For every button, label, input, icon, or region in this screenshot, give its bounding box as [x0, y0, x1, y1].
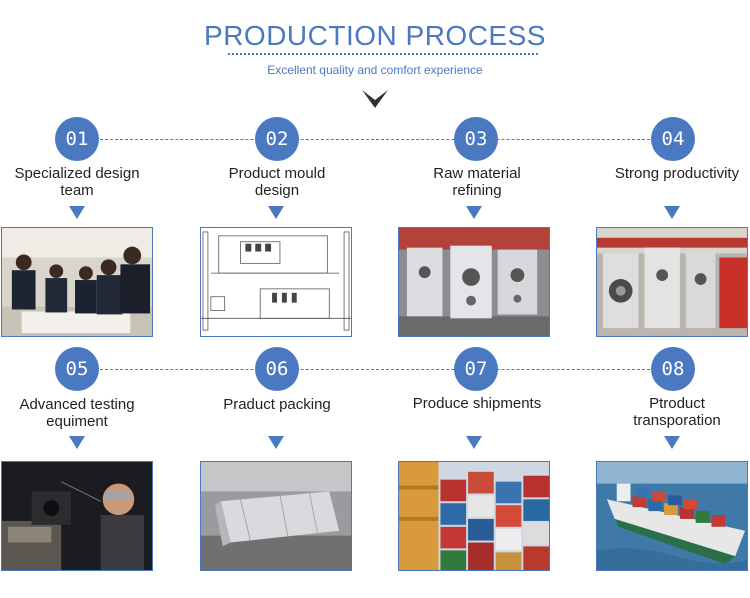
step-label: Specialized design team: [14, 165, 140, 199]
cargo-ship-photo: [596, 461, 748, 571]
arrow-down-icon: [268, 436, 284, 449]
step-number-badge: 06: [255, 347, 299, 391]
design-team-photo: [1, 227, 153, 337]
chevron-down-icon: [362, 90, 388, 108]
mould-drawing-photo: [200, 227, 352, 337]
title-divider: [228, 53, 538, 55]
row-connector-bottom: [100, 369, 650, 370]
row-connector-top: [100, 139, 650, 140]
step-number-badge: 04: [651, 117, 695, 161]
step-number-badge: 07: [454, 347, 498, 391]
step-label: Advanced testing equiment: [19, 396, 135, 430]
arrow-down-icon: [268, 206, 284, 219]
step-number-badge: 01: [55, 117, 99, 161]
step-label: Strong productivity: [614, 165, 740, 182]
packed-machine-photo: [200, 461, 352, 571]
arrow-down-icon: [466, 206, 482, 219]
step-number-badge: 02: [255, 117, 299, 161]
page-title: PRODUCTION PROCESS: [204, 20, 546, 51]
step-number-badge: 03: [454, 117, 498, 161]
step-label: Ptroduct transporation: [633, 395, 721, 429]
step-number-badge: 05: [55, 347, 99, 391]
step-label: Product mould design: [228, 165, 326, 199]
arrow-down-icon: [664, 206, 680, 219]
arrow-down-icon: [466, 436, 482, 449]
step-label: Produce shipments: [412, 395, 542, 412]
step-label: Praduct packing: [223, 396, 331, 413]
arrow-down-icon: [664, 436, 680, 449]
shipping-containers-photo: [398, 461, 550, 571]
step-label: Raw material refining: [433, 165, 521, 199]
production-line-photo: [596, 227, 748, 337]
testing-lab-photo: [1, 461, 153, 571]
arrow-down-icon: [69, 436, 85, 449]
step-number-badge: 08: [651, 347, 695, 391]
page-subtitle: Excellent quality and comfort experience: [267, 63, 483, 77]
arrow-down-icon: [69, 206, 85, 219]
machine-parts-photo: [398, 227, 550, 337]
